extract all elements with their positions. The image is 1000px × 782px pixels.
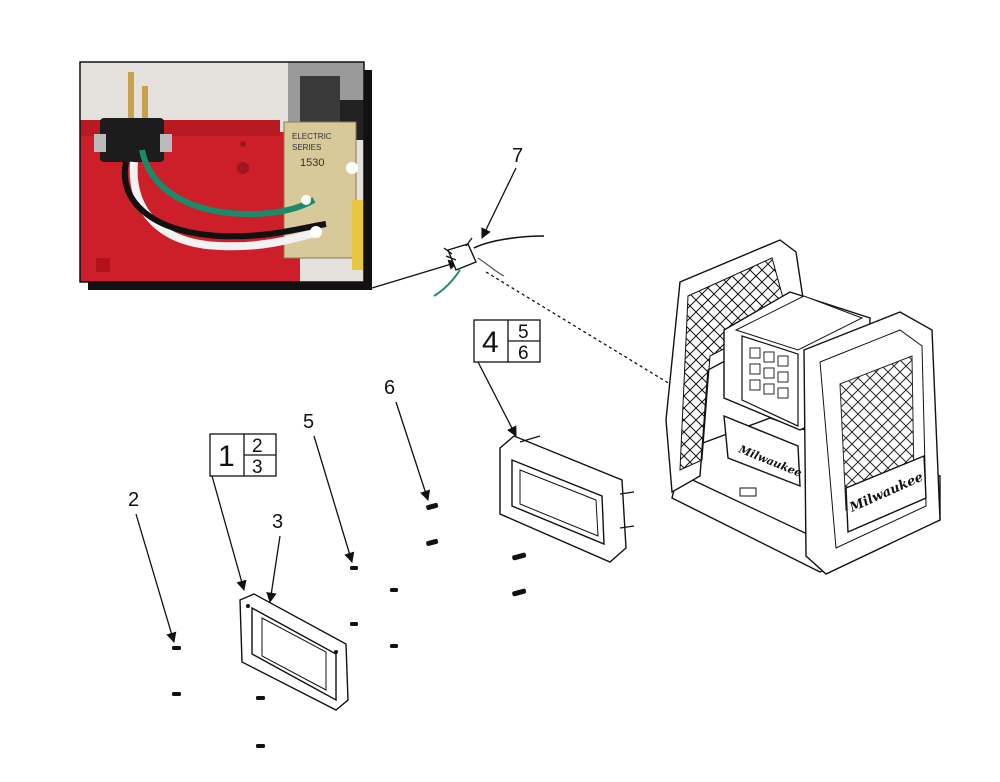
callout-5-leader: [313, 435, 355, 563]
work-light-body: Milwaukee Milwaukee: [665, 239, 941, 575]
screw-set-middle: [350, 566, 398, 648]
screw: [390, 588, 398, 592]
pcb-label-line1: ELECTRIC: [292, 132, 332, 141]
group-box-left-bottom: 3: [252, 457, 263, 478]
lens-frame-part: [239, 593, 349, 711]
group-box-right-main: 4: [482, 326, 499, 359]
group-box-right-top: 5: [518, 322, 529, 343]
callout-3-leader: [266, 535, 281, 604]
photo-leader-line: [371, 259, 459, 289]
group-box-left-top: 2: [252, 436, 263, 457]
screw: [172, 646, 181, 650]
group-box-right-bottom: 6: [518, 343, 529, 364]
group-box-left-leader: [211, 475, 247, 592]
screw: [426, 538, 439, 547]
callout-3: 3: [272, 511, 283, 533]
screw: [426, 502, 439, 511]
screw-set-left: [172, 646, 265, 748]
screw: [350, 622, 358, 626]
callout-2-leader: [135, 513, 177, 643]
mounting-bracket-part: [499, 435, 635, 563]
screw: [172, 692, 181, 696]
screw: [350, 566, 358, 570]
group-box-right: 4 5 6: [473, 319, 541, 364]
callout-7-leader: [481, 167, 517, 239]
callout-2: 2: [128, 489, 139, 511]
screw: [256, 696, 265, 700]
group-box-left-main: 1: [218, 440, 235, 473]
callout-6: 6: [384, 377, 395, 399]
callout-7: 7: [512, 145, 523, 167]
pcb-label-line2: SERIES: [292, 143, 321, 152]
callout-6-leader: [395, 401, 431, 501]
callout-5: 5: [303, 411, 314, 433]
group-box-left: 1 2 3: [209, 433, 277, 478]
screw: [512, 552, 527, 561]
photo-inset: ELECTRIC SERIES 1530: [79, 61, 372, 290]
screw: [390, 644, 398, 648]
screw: [256, 744, 265, 748]
screw: [512, 588, 527, 597]
pcb-label-line3: 1530: [300, 157, 324, 169]
group-box-right-leader: [477, 361, 517, 437]
screw-set-right: [426, 502, 527, 597]
plug-connector-part: [433, 235, 545, 297]
